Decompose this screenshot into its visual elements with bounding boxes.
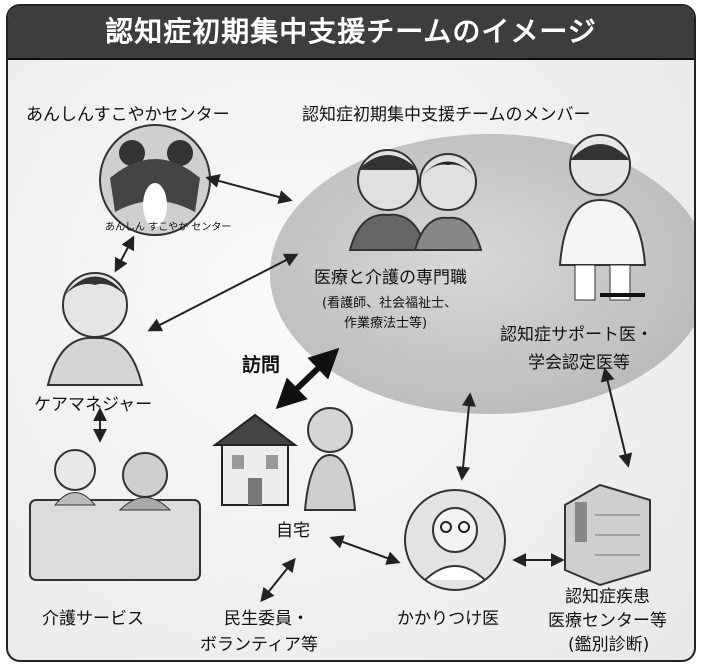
arrow-center-team	[205, 174, 293, 204]
volunteer-label-1: 民生委員・	[224, 609, 309, 629]
support-doctor-label-1: 認知症サポート医・	[500, 325, 653, 345]
support-doctor-icon	[558, 134, 647, 301]
home-label: 自宅	[276, 521, 310, 541]
medical-center-icon	[564, 483, 651, 587]
family-doctor-icon	[404, 489, 506, 591]
arrow-team-medicalcenter	[600, 367, 633, 468]
professionals-label: 医療と介護の専門職	[314, 268, 467, 288]
care-service-icon	[29, 449, 201, 581]
connection-arrows	[93, 174, 633, 603]
care-service-label: 介護サービス	[42, 609, 144, 629]
professionals-detail-2: 作業療法士等)	[344, 316, 428, 331]
anshin-center-logo-icon	[99, 124, 211, 236]
anshin-center-label: あんしんすこやかセンター	[26, 105, 230, 125]
professionals-detail-1: (看護師、社会福祉士、	[322, 296, 458, 311]
dementia-center-label-2: 医療センター等	[548, 611, 667, 631]
arrow-center-caremanager	[114, 235, 135, 273]
visit-label: 訪問	[242, 354, 281, 376]
professionals-icon	[348, 149, 483, 251]
visit-arrow	[275, 347, 340, 410]
team-members-label: 認知症初期集中支援チームのメンバー	[302, 105, 591, 125]
arrow-home-familydoctor	[329, 535, 401, 565]
diagram-title: 認知症初期集中支援チームのイメージ	[105, 15, 597, 48]
care-manager-label: ケアマネジャー	[34, 395, 153, 415]
dementia-center-label-3: (鑑別診断)	[568, 635, 650, 655]
volunteer-label-2: ボランティア等	[200, 635, 318, 655]
arrow-caremanager-team	[147, 253, 299, 332]
arrow-team-familydoctor	[456, 392, 476, 481]
home-icon	[212, 407, 357, 511]
title-bar	[8, 6, 694, 60]
dementia-center-label-1: 認知症疾患	[565, 587, 650, 607]
logo-text: あんしん すこやか センター	[105, 222, 232, 233]
support-doctor-label-2: 学会認定医等	[528, 353, 630, 373]
arrow-home-volunteer	[260, 557, 296, 603]
family-doctor-label: かかりつけ医	[397, 609, 500, 629]
care-manager-icon	[46, 272, 144, 386]
